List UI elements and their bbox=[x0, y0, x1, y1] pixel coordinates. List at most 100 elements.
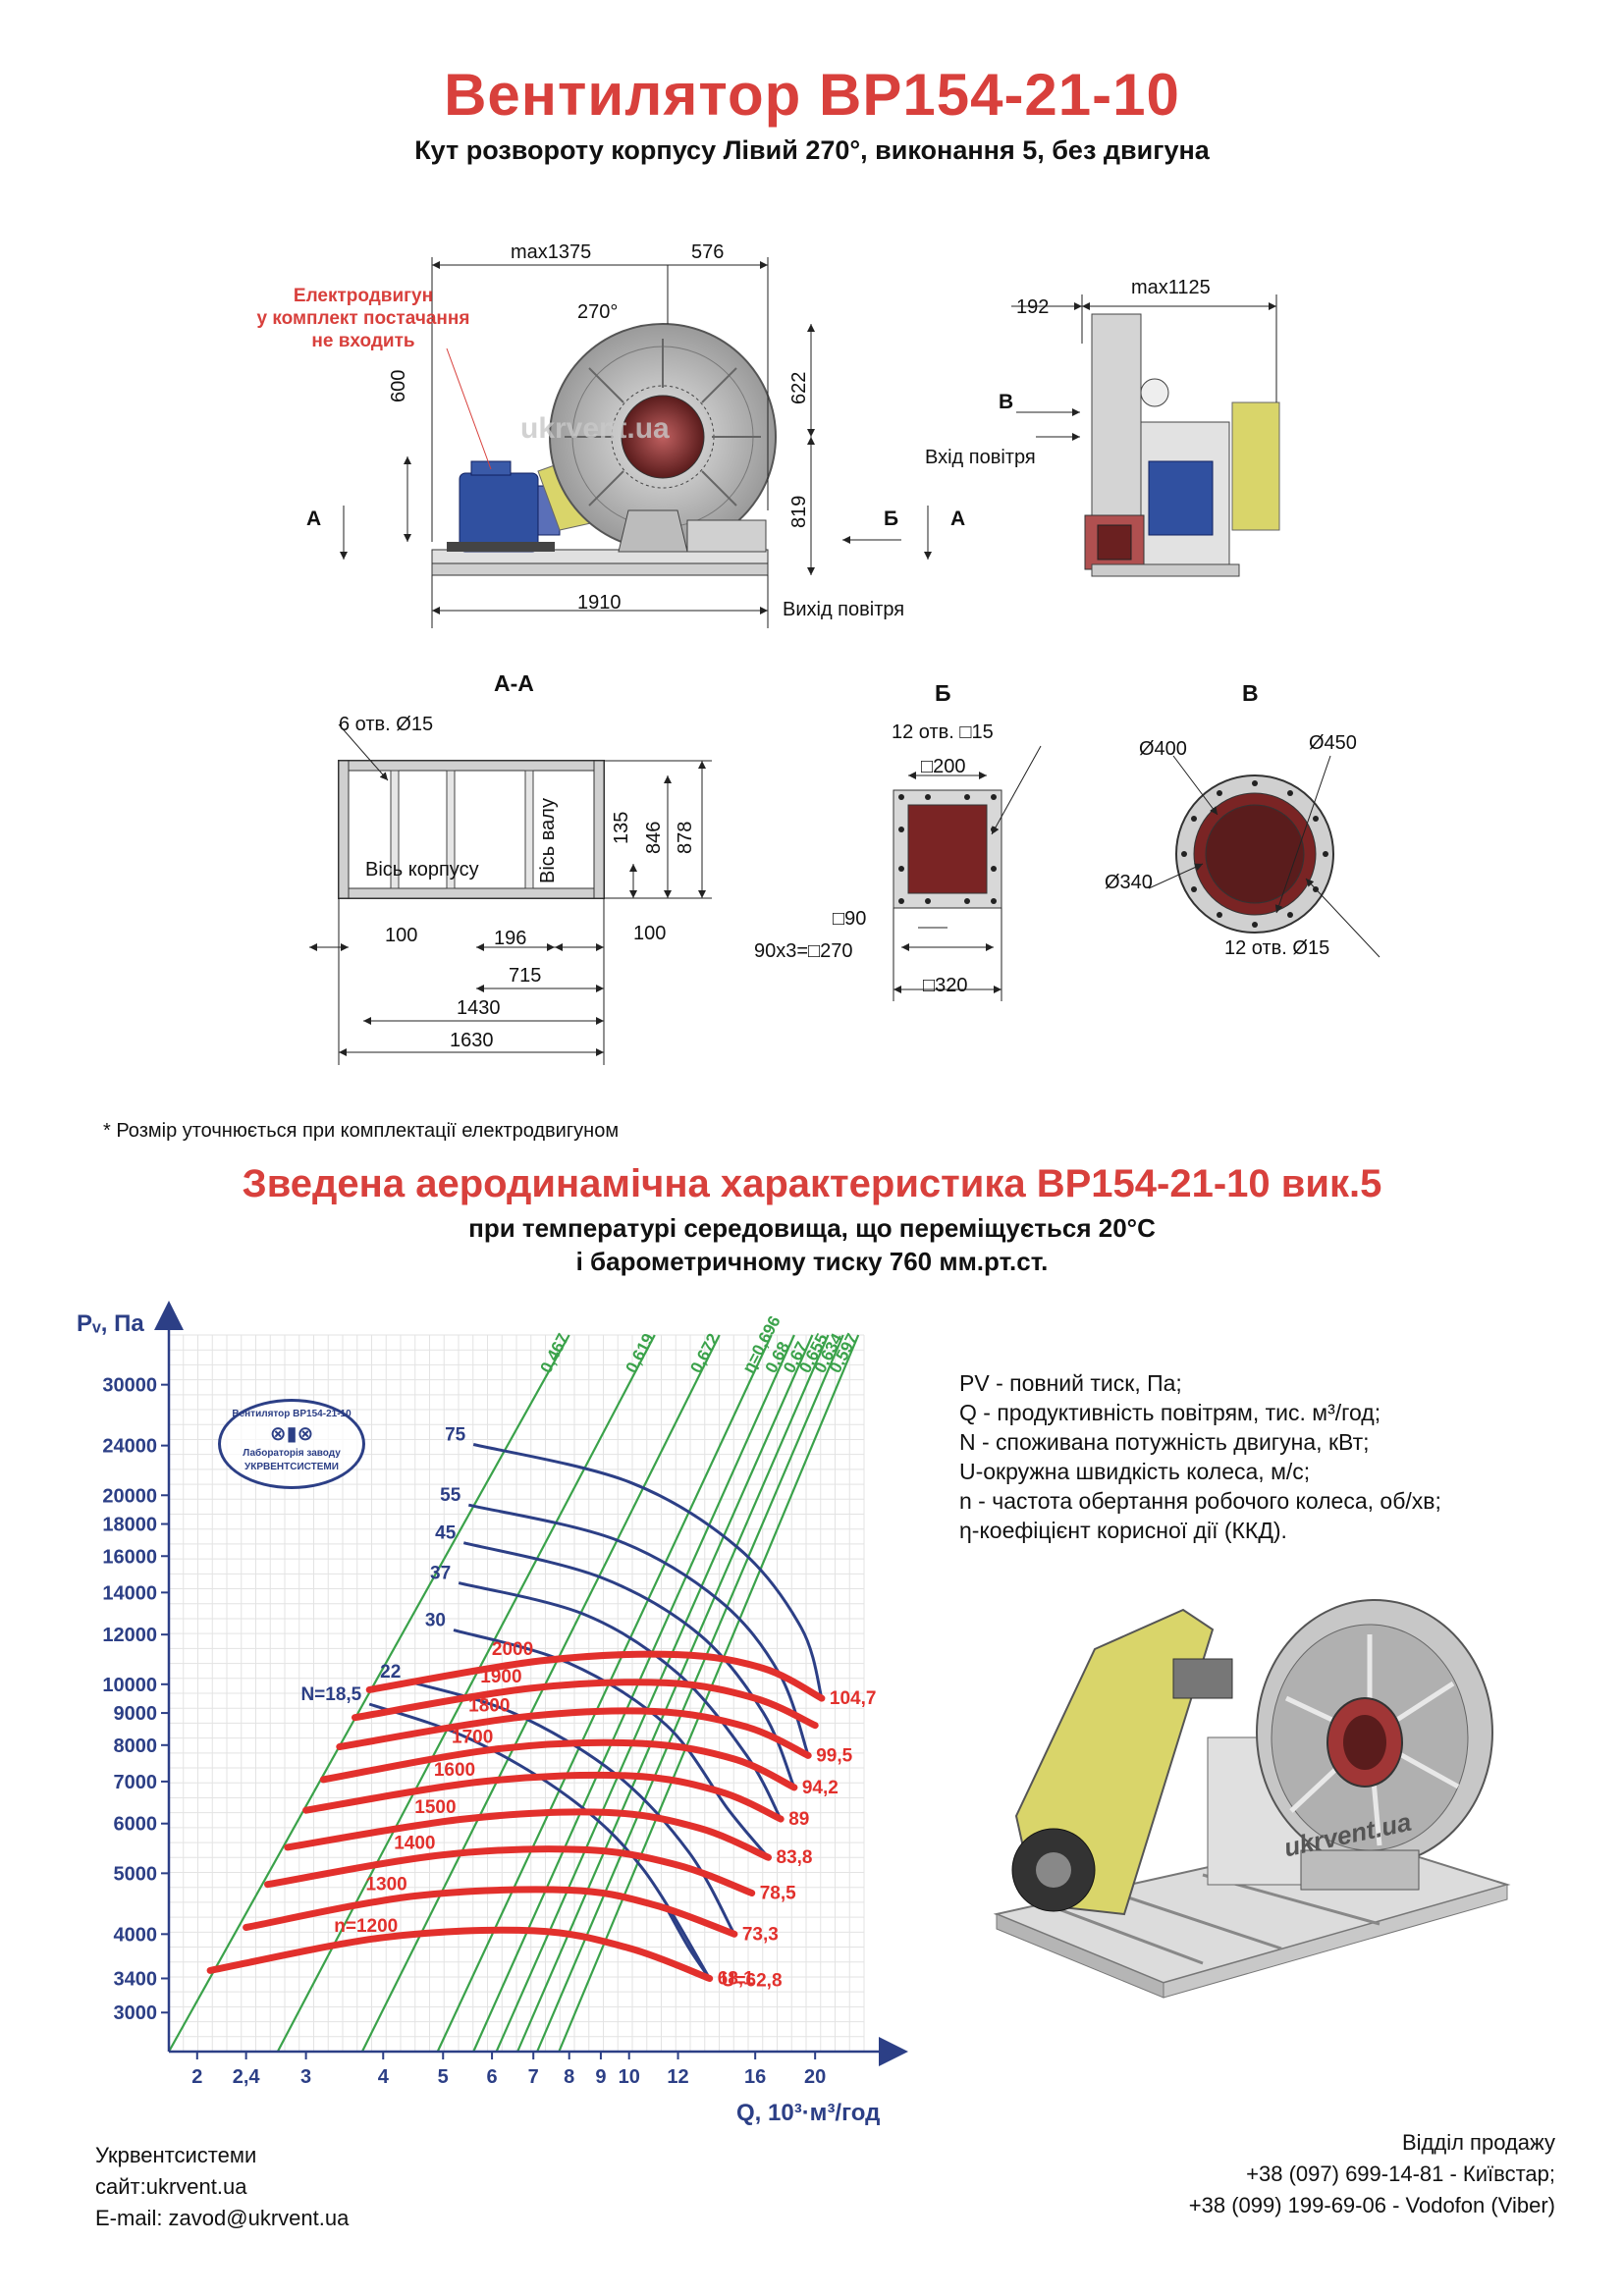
x-tick-label: 2 bbox=[191, 2066, 202, 2088]
aero-title: Зведена аеродинамічна характеристика ВР1… bbox=[242, 1162, 1382, 1205]
speed-curve-power-label: 68,1 bbox=[718, 1968, 754, 1989]
power-curve bbox=[472, 1443, 824, 1699]
view-a-marker-right: А bbox=[950, 507, 966, 530]
speed-curve-power-label: 104,7 bbox=[830, 1688, 877, 1709]
stamp-line-1: Вентилятор ВР154-21-10 bbox=[232, 1409, 352, 1419]
power-curve-label: U=62,8 bbox=[722, 1970, 783, 1991]
outlet-label: Вихід повітря bbox=[783, 599, 905, 620]
inlet-label: Вхід повітря bbox=[925, 447, 1036, 468]
x-tick-label: 10 bbox=[619, 2066, 640, 2088]
power-curve-label: 75 bbox=[445, 1424, 466, 1445]
dim-b90: □90 bbox=[833, 908, 867, 930]
efficiency-line bbox=[168, 1334, 570, 2053]
speed-curve-label: n=1200 bbox=[334, 1916, 398, 1937]
stamp-line-2: Лабораторія заводу bbox=[243, 1448, 341, 1459]
efficiency-line bbox=[558, 1334, 860, 2053]
legend-q: Q - продуктивність повітрям, тис. м³/год… bbox=[959, 1400, 1381, 1425]
power-curve bbox=[467, 1503, 810, 1756]
page-subtitle: Кут розвороту корпусу Лівий 270°, викона… bbox=[414, 135, 1210, 165]
legend-eta: η-коефіцієнт корисної дії (ККД). bbox=[959, 1518, 1287, 1543]
power-curve bbox=[453, 1629, 770, 1859]
x-axis-label: Q, 10³·м³/год bbox=[736, 2100, 880, 2126]
speed-curve bbox=[352, 1679, 819, 1730]
page-title: Вентилятор ВР154-21-10 bbox=[444, 62, 1180, 128]
view-v-marker: В bbox=[999, 391, 1014, 413]
y-tick-label: 7000 bbox=[114, 1772, 158, 1793]
dim-angle: 270° bbox=[577, 301, 619, 323]
dim-max1125: max1125 bbox=[1131, 277, 1211, 298]
power-curve bbox=[407, 1680, 736, 1936]
dim-1910: 1910 bbox=[577, 592, 622, 614]
speed-curve bbox=[243, 1886, 738, 1938]
efficiency-line bbox=[536, 1334, 844, 2053]
dim-622: 622 bbox=[788, 371, 810, 404]
section-v-view bbox=[1148, 755, 1380, 958]
dim-d400: Ø400 bbox=[1139, 738, 1187, 760]
legend-u: U-окружна швидкість колеса, м/с; bbox=[959, 1459, 1311, 1484]
axis-body: Вісь корпусу bbox=[365, 859, 479, 881]
x-tick-label: 7 bbox=[528, 2066, 539, 2088]
aa-holes: 6 отв. Ø15 bbox=[339, 714, 434, 735]
footer-phone-vodafone[interactable]: +38 (099) 199-69-06 - Vodofon (Viber) bbox=[1188, 2193, 1555, 2217]
footer-email-link[interactable]: E-mail: zavod@ukrvent.ua bbox=[95, 2206, 350, 2230]
legend-rpm: n - частота обертання робочого колеса, о… bbox=[959, 1488, 1441, 1514]
section-b-view bbox=[893, 745, 1042, 1001]
speed-curve-power-label: 99,5 bbox=[816, 1745, 852, 1766]
x-tick-label: 5 bbox=[438, 2066, 449, 2088]
dim-1430: 1430 bbox=[457, 997, 501, 1019]
dim-819: 819 bbox=[788, 495, 810, 528]
y-tick-label: 16000 bbox=[102, 1546, 157, 1568]
dim-b320: □320 bbox=[923, 975, 968, 996]
speed-curve-power-label: 89 bbox=[788, 1809, 809, 1830]
speed-curve bbox=[302, 1771, 785, 1823]
dim-max1375: max1375 bbox=[511, 241, 592, 263]
footer-sales: Відділ продажу bbox=[1401, 2130, 1555, 2155]
efficiency-label: 0,672 bbox=[686, 1330, 723, 1375]
x-tick-label: 12 bbox=[667, 2066, 688, 2088]
y-tick-label: 12000 bbox=[102, 1625, 157, 1646]
speed-curve-label: 1700 bbox=[452, 1727, 493, 1747]
y-tick-label: 8000 bbox=[114, 1735, 158, 1757]
dim-100-right: 100 bbox=[633, 923, 667, 944]
y-tick-label: 18000 bbox=[102, 1515, 157, 1536]
footer-phone-kyivstar[interactable]: +38 (097) 699-14-81 - Київстар; bbox=[1246, 2162, 1555, 2186]
view-a-marker-left: А bbox=[306, 507, 322, 530]
speed-curve-label: 1300 bbox=[365, 1875, 406, 1896]
y-tick-label: 24000 bbox=[102, 1436, 157, 1458]
legend-pv: PV - повний тиск, Па; bbox=[959, 1370, 1182, 1396]
y-tick-label: 14000 bbox=[102, 1582, 157, 1604]
y-tick-label: 4000 bbox=[114, 1924, 158, 1946]
section-v-title: В bbox=[1242, 680, 1259, 706]
aero-subtitle-2: і барометричному тиску 760 мм.рт.ст. bbox=[575, 1247, 1049, 1276]
stamp-line-3: УКРВЕНТСИСТЕМИ bbox=[244, 1462, 339, 1472]
dim-715: 715 bbox=[509, 965, 542, 987]
v-holes: 12 отв. Ø15 bbox=[1224, 937, 1330, 959]
efficiency-line bbox=[276, 1334, 656, 2053]
footer-site-link[interactable]: сайт:ukrvent.ua bbox=[95, 2174, 247, 2199]
dim-b200: □200 bbox=[921, 756, 966, 777]
speed-curve bbox=[319, 1738, 798, 1791]
drawing-watermark: ukrvent.ua bbox=[520, 412, 670, 445]
x-tick-label: 6 bbox=[487, 2066, 498, 2088]
power-curve-label: N=18,5 bbox=[300, 1684, 361, 1705]
y-tick-label: 5000 bbox=[114, 1863, 158, 1885]
efficiency-label: 0,467 bbox=[536, 1330, 572, 1375]
speed-curve bbox=[284, 1808, 772, 1861]
power-curve-label: 55 bbox=[440, 1485, 461, 1506]
speed-curve-power-label: 94,2 bbox=[802, 1778, 839, 1798]
fan-3d-illustration bbox=[993, 1599, 1511, 1999]
dim-576: 576 bbox=[691, 241, 725, 263]
motor-note: Електродвигун у комплект постачання не в… bbox=[256, 286, 470, 351]
efficiency-label: 0,619 bbox=[623, 1330, 659, 1375]
front-view bbox=[340, 257, 932, 628]
y-tick-label: 20000 bbox=[102, 1485, 157, 1507]
x-tick-label: 8 bbox=[564, 2066, 574, 2088]
dim-d340: Ø340 bbox=[1105, 872, 1153, 893]
dim-192: 192 bbox=[1016, 296, 1050, 318]
y-tick-label: 9000 bbox=[114, 1703, 158, 1725]
dim-196: 196 bbox=[494, 928, 527, 949]
footnote: * Розмір уточнюється при комплектації ел… bbox=[103, 1120, 620, 1142]
dim-1630: 1630 bbox=[450, 1030, 494, 1051]
